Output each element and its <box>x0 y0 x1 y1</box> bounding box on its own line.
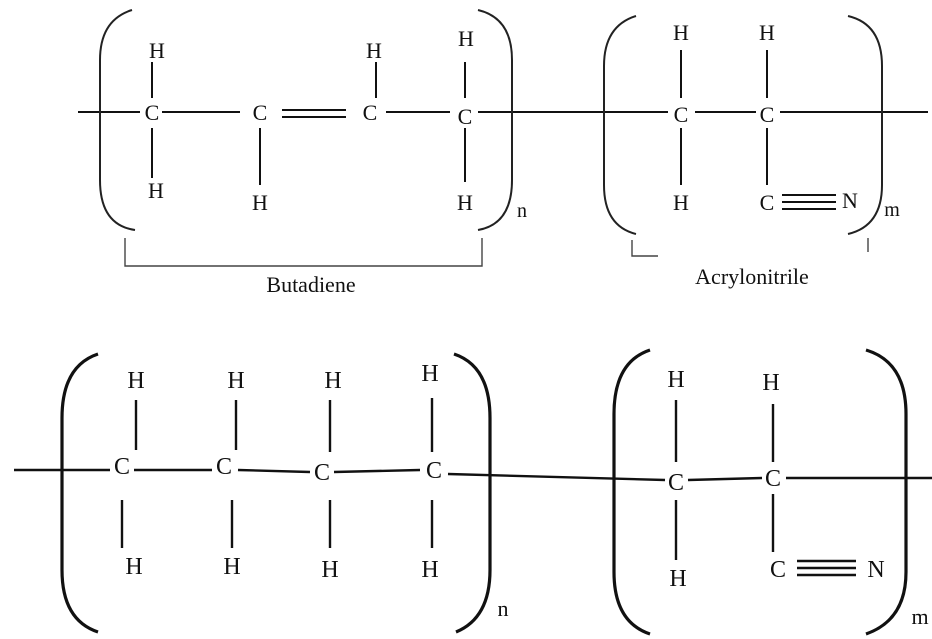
atom-carbon: C <box>668 470 684 496</box>
atom-carbon: C <box>458 104 473 129</box>
acrylonitrile-brace <box>631 240 658 257</box>
atom-carbon: C <box>426 458 442 484</box>
atom-hydrogen: H <box>759 20 775 45</box>
atom-hydrogen: H <box>667 367 684 393</box>
atom-hydrogen: H <box>223 554 240 580</box>
butadiene-label: Butadiene <box>266 272 355 297</box>
subscript-m: m <box>884 199 900 221</box>
hnbr-acrylonitrile-left-bracket <box>612 348 651 636</box>
hnbr-butadiene-right-bracket <box>453 352 492 634</box>
hnbr-main-chain <box>14 468 932 482</box>
nbr-triple-bond <box>782 194 836 210</box>
atom-hydrogen: H <box>673 20 689 45</box>
hnbr-acrylonitrile-right-bracket <box>865 348 908 636</box>
acrylonitrile-label: Acrylonitrile <box>695 264 809 289</box>
atom-nitrogen: N <box>842 188 858 213</box>
atom-nitrogen: N <box>867 557 884 583</box>
hnbr-butadiene-left-bracket <box>60 352 99 634</box>
atom-hydrogen: H <box>227 368 244 394</box>
atom-hydrogen: H <box>421 361 438 387</box>
atom-carbon: C <box>114 454 130 480</box>
atom-hydrogen: H <box>762 370 779 396</box>
nbr-acrylonitrile-left-bracket <box>603 15 637 235</box>
atom-carbon: C <box>760 102 775 127</box>
atom-hydrogen: H <box>458 26 474 51</box>
subscript-n: n <box>517 200 527 222</box>
hnbr-butadiene-vertical-bonds <box>120 398 434 548</box>
subscript-n: n <box>498 596 509 621</box>
nbr-structure: C C C C H H H H H H n H H C C H C N m Bu… <box>78 9 928 297</box>
nbr-acrylonitrile-vertical-bonds <box>680 50 768 185</box>
hnbr-triple-bond <box>797 559 856 577</box>
nbr-butadiene-vertical-bonds <box>151 62 466 185</box>
atom-hydrogen: H <box>669 566 686 592</box>
atom-hydrogen: H <box>324 368 341 394</box>
atom-carbon: C <box>314 460 330 486</box>
atom-hydrogen: H <box>252 190 268 215</box>
atom-hydrogen: H <box>421 557 438 583</box>
atom-hydrogen: H <box>148 178 164 203</box>
atom-hydrogen: H <box>321 557 338 583</box>
atom-hydrogen: H <box>125 554 142 580</box>
atom-hydrogen: H <box>457 190 473 215</box>
atom-carbon: C <box>765 466 781 492</box>
atom-hydrogen: H <box>127 368 144 394</box>
atom-carbon: C <box>216 454 232 480</box>
atom-carbon: C <box>674 102 689 127</box>
nbr-acrylonitrile-right-bracket <box>847 15 883 235</box>
atom-hydrogen: H <box>366 38 382 63</box>
hnbr-acrylonitrile-vertical-bonds <box>674 400 775 560</box>
butadiene-brace <box>124 238 483 267</box>
atom-carbon: C <box>760 190 775 215</box>
atom-carbon: C <box>253 100 268 125</box>
atom-carbon: C <box>145 100 160 125</box>
atom-hydrogen: H <box>149 38 165 63</box>
hnbr-structure: H H H H C C C C H H H H n H H C C H C N … <box>14 348 932 636</box>
atom-carbon: C <box>363 100 378 125</box>
atom-carbon: C <box>770 557 786 583</box>
nbr-butadiene-right-bracket <box>477 9 513 231</box>
atom-hydrogen: H <box>673 190 689 215</box>
nbr-butadiene-left-bracket <box>99 9 136 231</box>
subscript-m: m <box>911 604 928 629</box>
nbr-main-chain <box>78 109 928 118</box>
